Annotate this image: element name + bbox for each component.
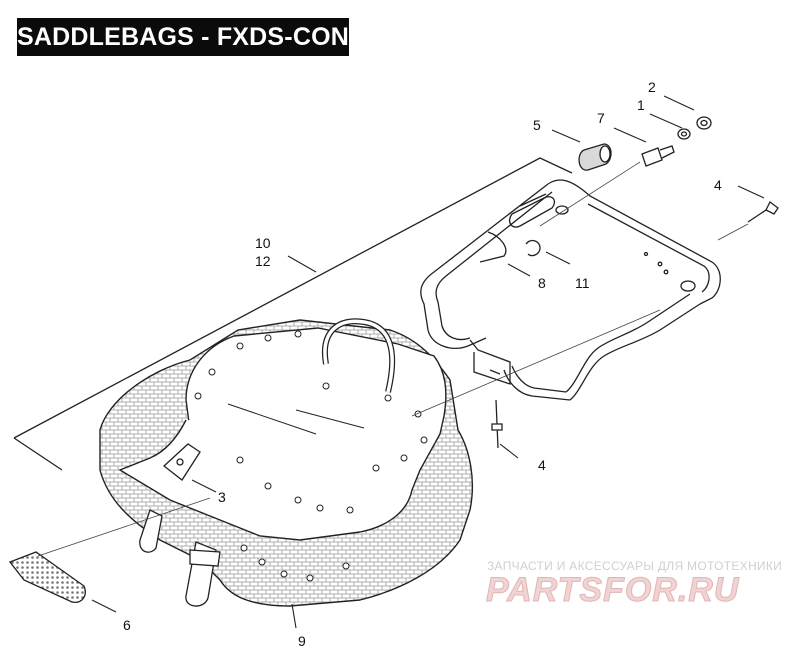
callout-1: 1: [637, 97, 645, 113]
reflector: [8, 551, 86, 603]
callout-8: 8: [538, 275, 546, 291]
callout-2: 2: [648, 79, 656, 95]
watermark-tagline: ЗАПЧАСТИ И АКСЕССУАРЫ ДЛЯ МОТОТЕХНИКИ: [487, 559, 783, 573]
assembly-lines: [37, 161, 749, 557]
assembly-bracket-line: [13, 157, 573, 471]
callout-6: 6: [123, 617, 131, 633]
callout-4-upper: 4: [714, 177, 722, 193]
diagram-title: SADDLEBAGS - FXDS-CON: [17, 18, 349, 56]
callout-12: 12: [255, 253, 271, 269]
callout-4-lower: 4: [538, 457, 546, 473]
latch-plate: [162, 443, 201, 481]
callout-5: 5: [533, 117, 541, 133]
callout-3: 3: [218, 489, 226, 505]
callout-11: 11: [575, 275, 590, 291]
screw-lower: [491, 399, 503, 449]
hardware-stack: [578, 116, 712, 171]
screw-upper: [747, 201, 779, 223]
callout-9: 9: [298, 633, 306, 649]
saddlebag: [99, 318, 474, 607]
saddlebag-support-bracket: [420, 179, 721, 401]
callout-7: 7: [597, 110, 605, 126]
callout-10: 10: [255, 235, 271, 251]
leader-lines: [91, 95, 765, 629]
watermark-logo: PARTSFOR.RU: [485, 571, 740, 610]
